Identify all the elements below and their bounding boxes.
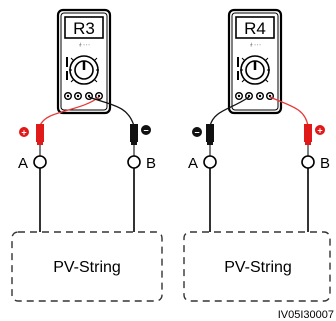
red-lead-right	[269, 96, 309, 127]
terminal-b-right	[301, 155, 315, 169]
terminal-b-label-right: B	[320, 155, 330, 172]
multimeter-left: R3 ⏚ ◦ ◦ ◦	[56, 8, 112, 115]
meter-subtitle-left: ⏚ ◦ ◦ ◦	[78, 41, 90, 47]
selector-dial-right	[240, 55, 270, 85]
terminal-a-right	[203, 155, 217, 169]
terminal-b-left	[127, 155, 141, 169]
right-measurement: R4 ⏚ ◦ ◦ ◦	[183, 8, 331, 302]
terminal-a-left	[33, 155, 47, 169]
black-lead-right	[209, 96, 250, 127]
multimeter-right: R4 ⏚ ◦ ◦ ◦	[227, 8, 283, 115]
black-probe-right	[206, 124, 214, 156]
pv-string-box-right	[183, 231, 331, 302]
probe-a-sign-left: +	[21, 128, 26, 138]
red-lead-left	[39, 96, 100, 127]
left-measurement: R3 ⏚ ◦ ◦ ◦	[11, 8, 163, 302]
black-lead-left	[88, 96, 135, 127]
probe-sign-plus-right: +	[315, 125, 325, 136]
lcd-display-left	[64, 16, 104, 39]
input-jacks-right	[234, 91, 275, 100]
selector-dial-left	[69, 55, 99, 85]
meter-label-left: R3	[73, 19, 95, 38]
probe-b-sign-left: −	[143, 126, 148, 136]
pv-string-box-left	[11, 231, 163, 302]
probe-b-sign-right: +	[317, 126, 322, 136]
probe-a-sign-right: −	[194, 128, 199, 138]
terminal-b-label-left: B	[146, 155, 156, 172]
probe-sign-plus-left: +	[19, 127, 29, 138]
meter-label-right: R4	[244, 19, 266, 38]
black-probe-left	[130, 124, 138, 156]
terminal-a-label-right: A	[188, 155, 198, 172]
terminal-a-label-left: A	[18, 155, 28, 172]
probe-sign-minus-right: −	[192, 127, 202, 138]
red-probe-right	[304, 124, 312, 156]
pv-string-label-right: PV-String	[224, 259, 292, 276]
probe-sign-minus-left: −	[141, 125, 151, 136]
figure-code: IV05I30007	[278, 309, 334, 321]
lcd-display-right	[235, 16, 275, 39]
pv-string-label-left: PV-String	[53, 259, 121, 276]
red-probe-left	[36, 124, 44, 156]
meter-subtitle-right: ⏚ ◦ ◦ ◦	[249, 41, 261, 47]
